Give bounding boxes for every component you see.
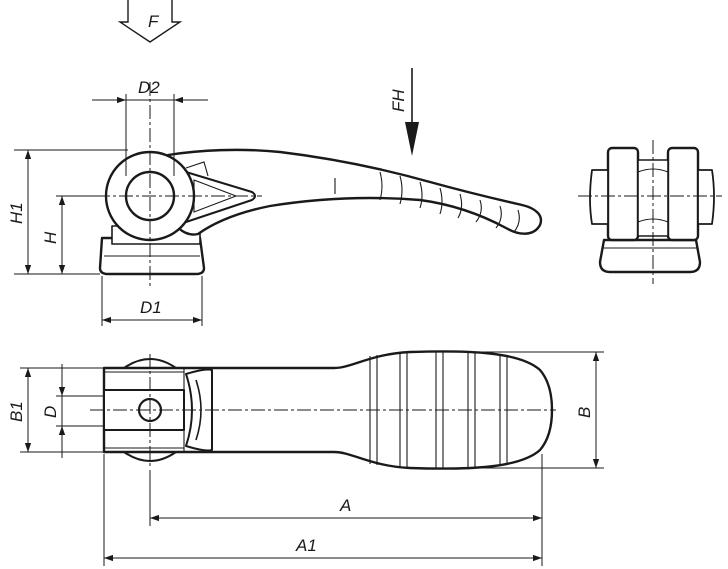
dim-d2 <box>92 94 208 176</box>
force-label: F <box>148 12 160 31</box>
dim-b1-label: B1 <box>7 401 26 422</box>
dim-a <box>149 454 543 526</box>
dim-h <box>56 195 106 274</box>
dim-d-label: D <box>41 406 60 418</box>
dim-a1 <box>103 454 543 566</box>
dim-a-label: A <box>339 496 351 515</box>
force-arrow-icon <box>117 0 183 43</box>
dim-h1 <box>14 149 128 275</box>
side-view <box>96 82 543 286</box>
handle-force-label: FH <box>389 89 408 112</box>
dim-d1-label: D1 <box>140 298 162 317</box>
dim-d2-label: D2 <box>138 78 160 97</box>
dim-b <box>420 351 604 469</box>
dim-h-label: H <box>41 231 60 244</box>
dim-h1-label: H1 <box>7 202 26 224</box>
dim-d <box>56 364 104 458</box>
dim-b-label: B <box>575 407 594 418</box>
handle-force-arrow-icon <box>405 68 419 156</box>
dim-d1 <box>101 276 203 326</box>
end-view <box>578 140 722 284</box>
top-view <box>90 350 556 470</box>
dim-a1-label: A1 <box>295 536 317 555</box>
